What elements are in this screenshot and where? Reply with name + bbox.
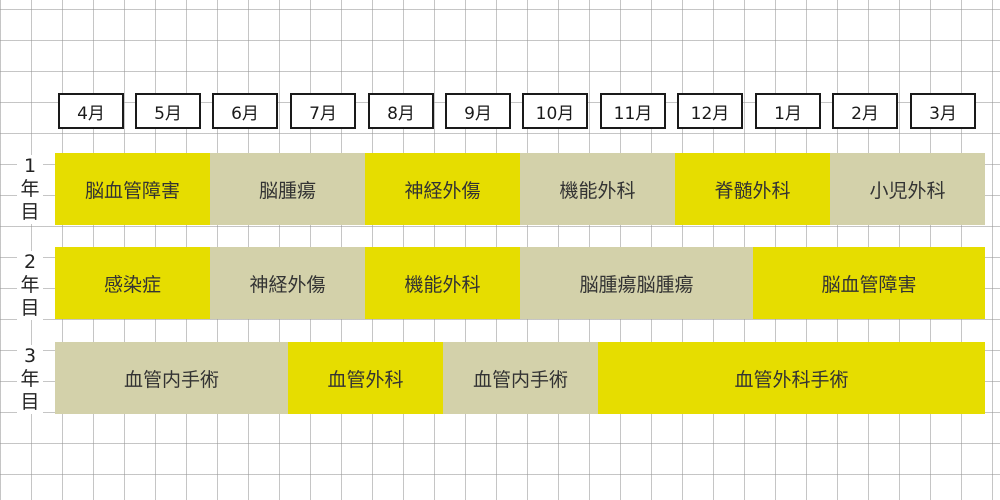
rotation-block: 脳血管障害 [55,153,210,225]
rotation-block: 神経外傷 [210,247,365,319]
year-label-char: 目 [20,391,40,413]
rotation-block: 脳腫瘍 [210,153,365,225]
rotation-block: 血管外科 [288,342,443,414]
year-1-row: 脳血管障害 脳腫瘍 神経外傷 機能外科 脊髄外科 小児外科 [55,153,985,225]
year-label-number: 2 [23,251,37,273]
rotation-block: 小児外科 [830,153,985,225]
month-cell-may: 5月 [135,93,201,129]
rotation-block: 機能外科 [520,153,675,225]
month-cell-jun: 6月 [212,93,278,129]
rotation-block: 機能外科 [365,247,520,319]
month-cell-feb: 2月 [832,93,898,129]
year-3-row: 血管内手術 血管外科 血管内手術 血管外科手術 [55,342,985,414]
month-cell-aug: 8月 [368,93,434,129]
year-2-row: 感染症 神経外傷 機能外科 脳腫瘍脳腫瘍 脳血管障害 [55,247,985,319]
year-label-number: 3 [23,345,37,367]
month-cell-mar: 3月 [910,93,976,129]
rotation-block: 感染症 [55,247,210,319]
month-cell-dec: 12月 [677,93,743,129]
year-label-1: 1 年 目 [17,155,43,224]
rotation-block: 血管外科手術 [598,342,985,414]
rotation-block: 血管内手術 [55,342,288,414]
year-label-char: 年 [20,274,40,296]
rotation-block: 血管内手術 [443,342,598,414]
month-cell-apr: 4月 [58,93,124,129]
year-label-3: 3 年 目 [17,345,43,414]
year-label-char: 年 [20,368,40,390]
year-label-number: 1 [23,155,37,177]
rotation-block: 脳血管障害 [753,247,985,319]
month-cell-oct: 10月 [522,93,588,129]
month-cell-nov: 11月 [600,93,666,129]
year-label-char: 目 [20,201,40,223]
rotation-block: 神経外傷 [365,153,520,225]
rotation-block: 脊髄外科 [675,153,830,225]
month-cell-jan: 1月 [755,93,821,129]
month-cell-sep: 9月 [445,93,511,129]
year-label-char: 目 [20,297,40,319]
year-label-2: 2 年 目 [17,251,43,320]
month-cell-jul: 7月 [290,93,356,129]
rotation-block: 脳腫瘍脳腫瘍 [520,247,753,319]
year-label-char: 年 [20,178,40,200]
